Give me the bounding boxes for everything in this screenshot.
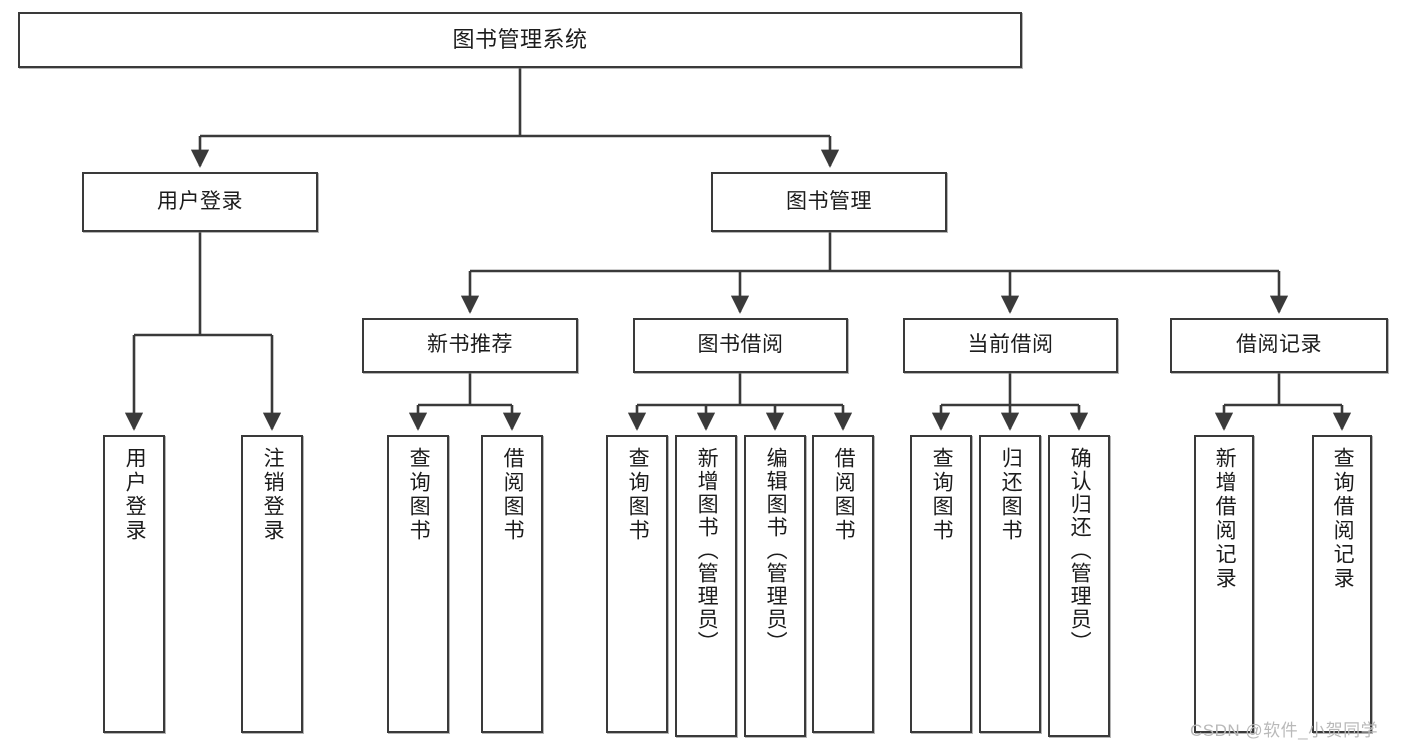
node-label: 新增借阅记录 — [1213, 447, 1237, 591]
node-label: 新增图书（管理员） — [695, 447, 719, 654]
node-user-login[interactable]: 用户登录 — [82, 172, 318, 232]
node-book-management[interactable]: 图书管理 — [711, 172, 947, 232]
node-label: 归还图书 — [999, 447, 1023, 543]
node-current-borrow[interactable]: 当前借阅 — [903, 318, 1118, 373]
node-leaf-edit-book-admin[interactable]: 编辑图书（管理员） — [744, 435, 806, 737]
node-leaf-borrow-book[interactable]: 借阅图书 — [812, 435, 874, 733]
node-leaf-return-book[interactable]: 归还图书 — [979, 435, 1041, 733]
node-leaf-query-book-borrow[interactable]: 查询图书 — [606, 435, 668, 733]
node-label: 借阅图书 — [501, 447, 525, 543]
node-leaf-add-book-admin[interactable]: 新增图书（管理员） — [675, 435, 737, 737]
node-label: 注销登录 — [261, 447, 285, 543]
node-leaf-logout[interactable]: 注销登录 — [241, 435, 303, 733]
node-label: 查询图书 — [626, 447, 650, 543]
node-label: 编辑图书（管理员） — [764, 447, 788, 654]
node-leaf-confirm-return-admin[interactable]: 确认归还（管理员） — [1048, 435, 1110, 737]
node-label: 图书管理系统 — [452, 27, 588, 53]
csdn-watermark: CSDN @软件_小贺同学 — [1190, 721, 1379, 740]
node-label: 确认归还（管理员） — [1068, 447, 1092, 654]
node-label: 当前借阅 — [967, 333, 1054, 357]
node-leaf-add-borrow-record[interactable]: 新增借阅记录 — [1194, 435, 1254, 733]
node-label: 查询图书 — [930, 447, 954, 543]
node-label: 借阅记录 — [1236, 333, 1322, 357]
node-leaf-borrow-book-recommend[interactable]: 借阅图书 — [481, 435, 543, 733]
node-label: 查询借阅记录 — [1331, 447, 1355, 591]
node-new-book-recommend[interactable]: 新书推荐 — [362, 318, 578, 373]
node-label: 借阅图书 — [832, 447, 856, 543]
node-borrow-record[interactable]: 借阅记录 — [1170, 318, 1388, 373]
node-label: 新书推荐 — [427, 333, 513, 357]
node-leaf-user-login[interactable]: 用户登录 — [103, 435, 165, 733]
node-book-borrow[interactable]: 图书借阅 — [633, 318, 848, 373]
node-label: 用户登录 — [157, 189, 243, 213]
node-label: 图书管理 — [786, 189, 872, 213]
node-label: 用户登录 — [123, 447, 147, 543]
node-label: 查询图书 — [407, 447, 431, 543]
node-label: 图书借阅 — [697, 333, 784, 357]
node-leaf-query-book-current[interactable]: 查询图书 — [910, 435, 972, 733]
node-leaf-query-borrow-record[interactable]: 查询借阅记录 — [1312, 435, 1372, 733]
node-leaf-query-book-recommend[interactable]: 查询图书 — [387, 435, 449, 733]
node-root-book-management-system[interactable]: 图书管理系统 — [18, 12, 1022, 68]
